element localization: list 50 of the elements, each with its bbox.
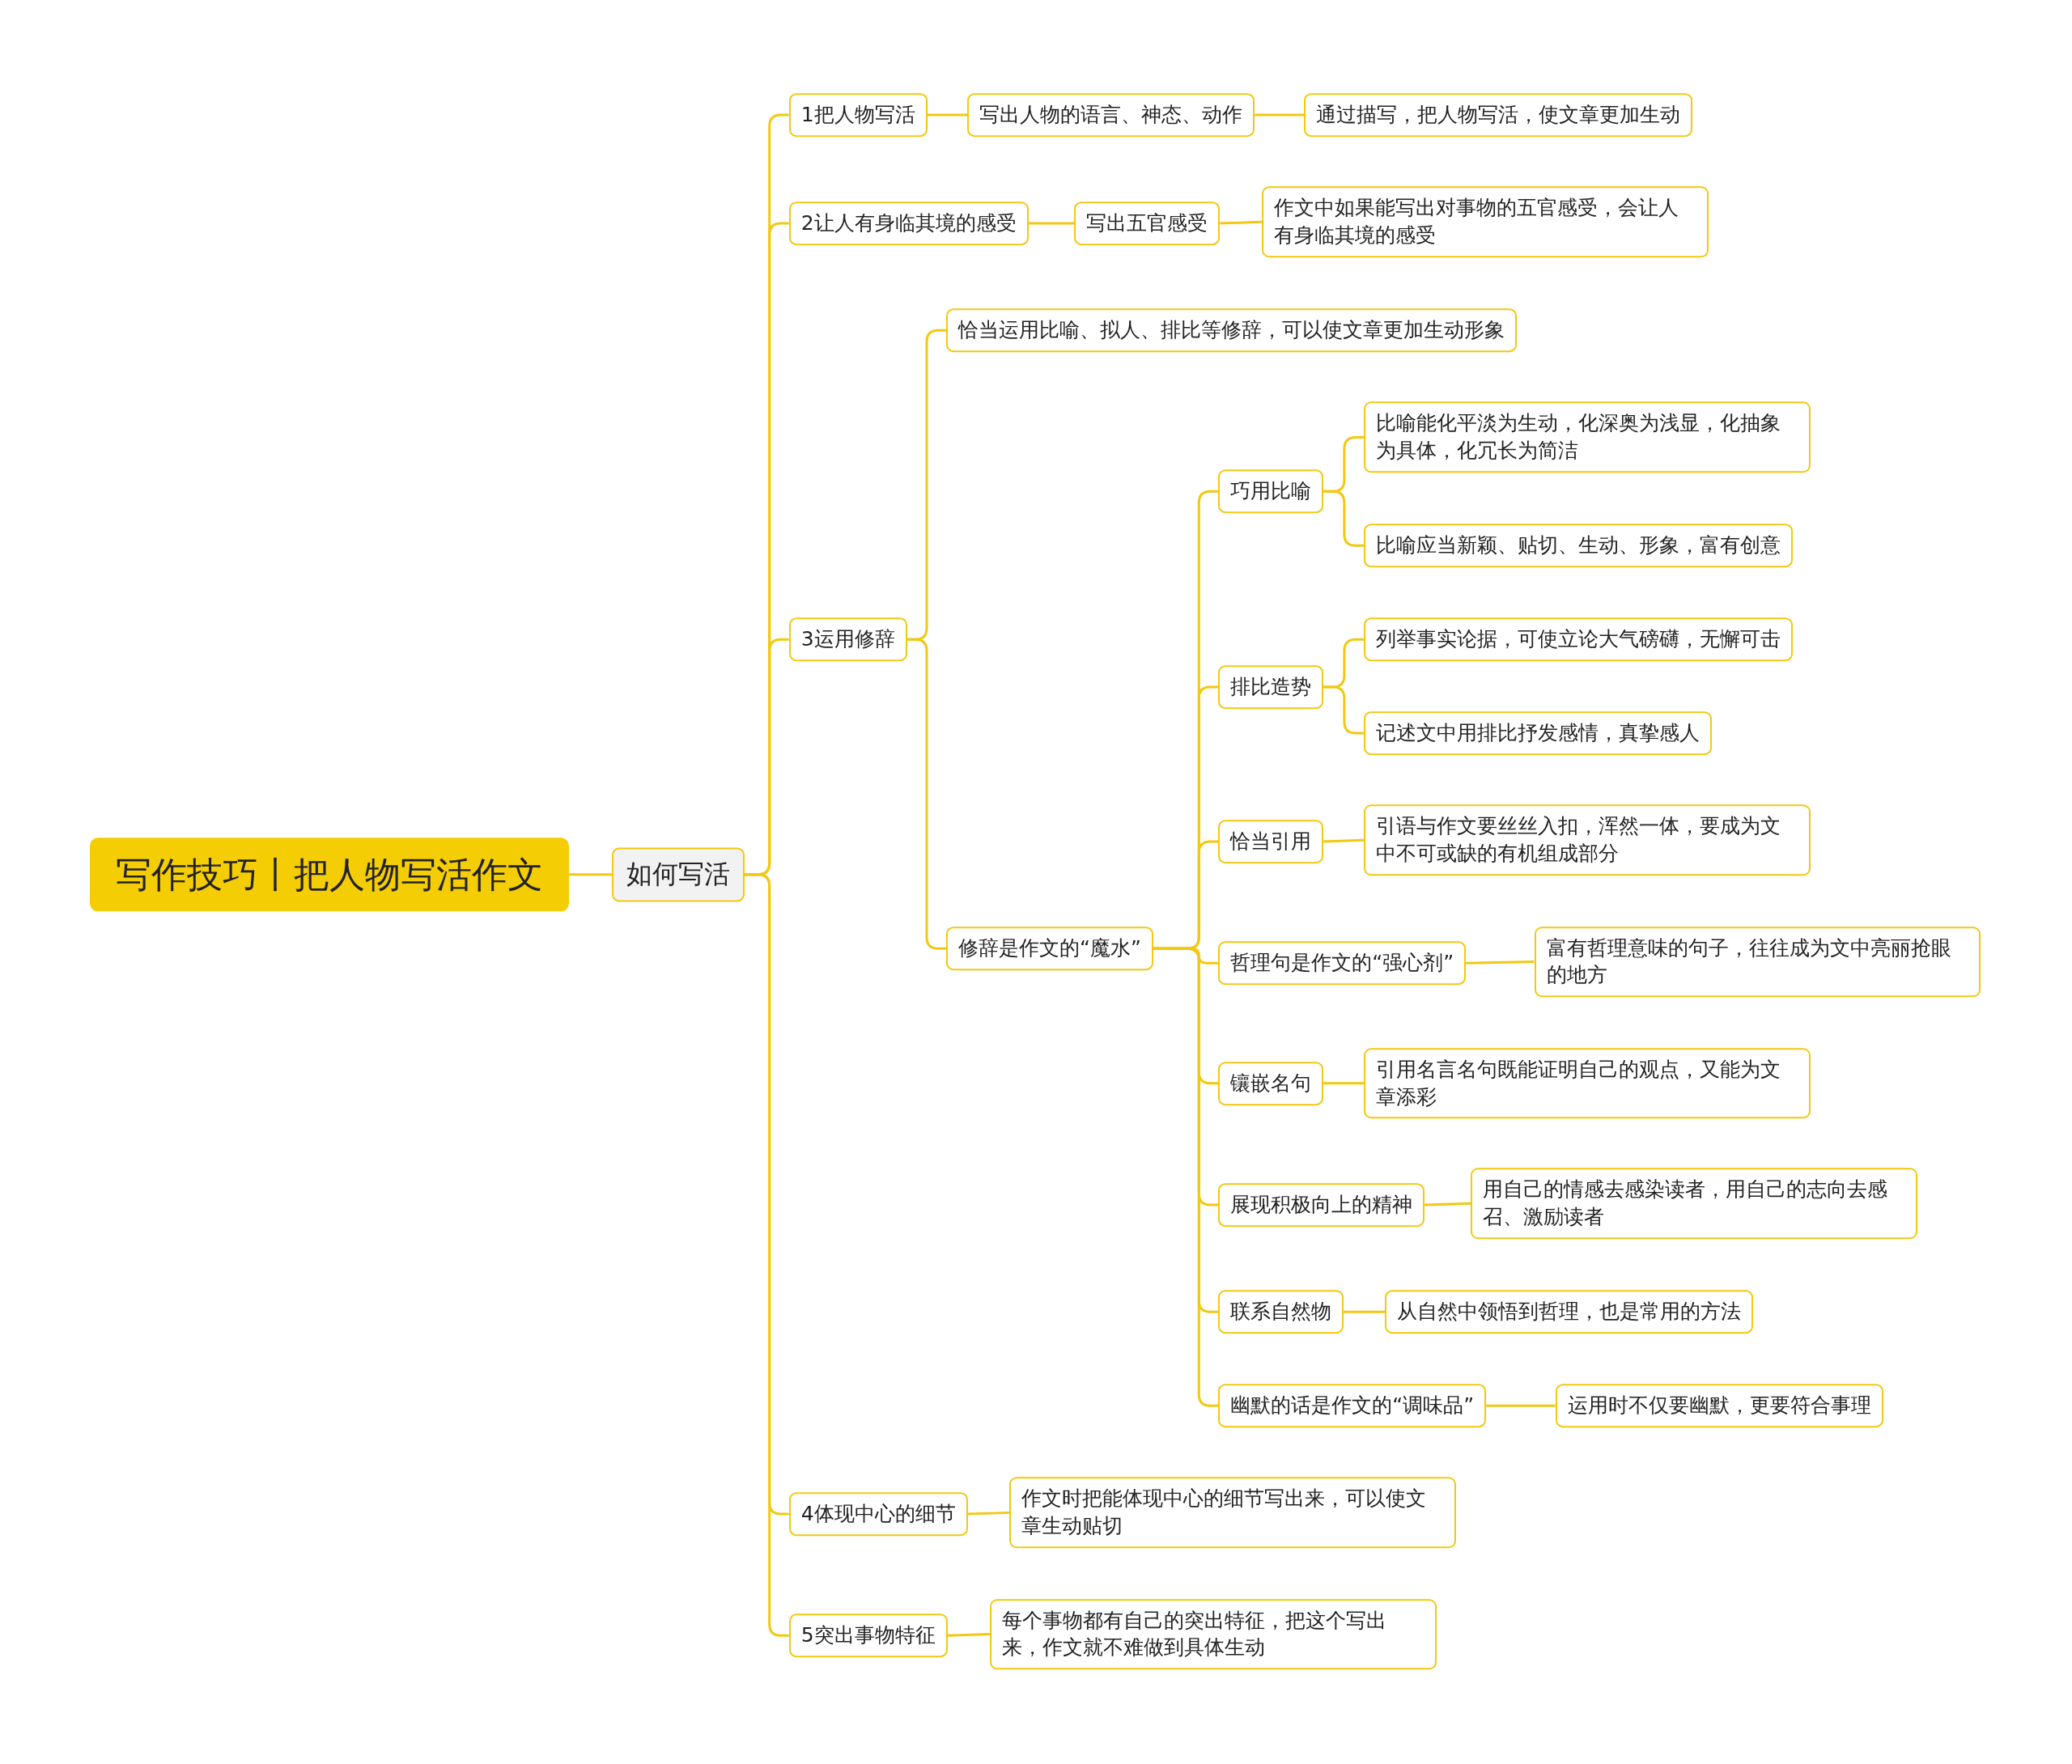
topic-box: 比喻应当新颖、贴切、生动、形象，富有创意 xyxy=(1363,524,1793,568)
topic-box: 列举事实论据，可使立论大气磅礴，无懈可击 xyxy=(1363,617,1793,662)
topic-box: 哲理句是作文的“强心剂” xyxy=(1218,941,1467,986)
topic-box: 引语与作文要丝丝入扣，浑然一体，要成为文中不可或缺的有机组成部分 xyxy=(1363,804,1811,876)
main-topic-box: 如何写活 xyxy=(611,847,745,902)
topic-box: 排比造势 xyxy=(1218,665,1324,709)
topic-box: 3运用修辞 xyxy=(788,617,907,662)
topic-box: 2让人有身临其境的感受 xyxy=(788,201,1029,245)
topic-box: 巧用比喻 xyxy=(1218,469,1324,514)
topic-box: 4体现中心的细节 xyxy=(788,1492,968,1536)
topic-box: 引用名言名句既能证明自己的观点，又能为文章添彩 xyxy=(1363,1048,1811,1119)
topic-box: 富有哲理意味的句子，往往成为文中亮丽抢眼的地方 xyxy=(1534,926,1981,998)
connector-line xyxy=(1466,960,1535,965)
connector-line xyxy=(1486,1404,1556,1407)
connector-line xyxy=(1424,1202,1471,1206)
connector-line xyxy=(1323,838,1364,843)
connector-line xyxy=(569,873,612,876)
connector-line xyxy=(744,873,789,1637)
topic-box: 写出人物的语言、神态、动作 xyxy=(967,93,1255,137)
connector-line xyxy=(927,113,968,117)
connector-line xyxy=(906,638,946,950)
connector-line xyxy=(1028,222,1075,225)
central-topic-box: 写作技巧丨把人物写活作文 xyxy=(90,837,569,912)
connector-line xyxy=(1344,1310,1385,1313)
topic-box: 联系自然物 xyxy=(1218,1290,1344,1334)
topic-box: 1把人物写活 xyxy=(788,93,928,137)
topic-box: 通过描写，把人物写活，使文章更加生动 xyxy=(1304,93,1693,137)
connector-line xyxy=(1255,113,1305,117)
topic-box: 恰当运用比喻、拟人、排比等修辞，可以使文章更加生动形象 xyxy=(945,308,1517,353)
topic-box: 修辞是作文的“魔水” xyxy=(945,927,1153,971)
connector-line xyxy=(1323,490,1364,547)
topic-box: 运用时不仅要幽默，更要符合事理 xyxy=(1555,1384,1883,1427)
topic-box: 写出五官感受 xyxy=(1074,201,1221,245)
topic-box: 用自己的情感去感染读者，用自己的志向去感召、激励读者 xyxy=(1471,1168,1917,1240)
topic-box: 作文中如果能写出对事物的五官感受，会让人有身临其境的感受 xyxy=(1262,186,1709,258)
topic-box: 恰当引用 xyxy=(1218,820,1324,863)
topic-box: 每个事物都有自己的突出特征，把这个写出来，作文就不难做到具体生动 xyxy=(989,1598,1437,1670)
connector-line xyxy=(1153,947,1219,1407)
connector-line xyxy=(1220,220,1263,225)
connector-line xyxy=(967,1511,1010,1516)
topic-box: 5突出事物特征 xyxy=(788,1613,948,1658)
topic-box: 镶嵌名句 xyxy=(1218,1061,1324,1105)
topic-box: 展现积极向上的精神 xyxy=(1218,1183,1425,1227)
topic-box: 从自然中领悟到哲理，也是常用的方法 xyxy=(1385,1290,1753,1334)
topic-box: 幽默的话是作文的“调味品” xyxy=(1218,1384,1487,1427)
topic-box: 作文时把能体现中心的细节写出来，可以使文章生动贴切 xyxy=(1009,1477,1457,1549)
connector-line xyxy=(947,1633,990,1637)
topic-box: 记述文中用排比抒发感情，真挚感人 xyxy=(1363,711,1712,755)
connector-line xyxy=(1323,1082,1364,1085)
topic-box: 比喻能化平淡为生动，化深奥为浅显，化抽象为具体，化冗长为简洁 xyxy=(1363,401,1811,473)
